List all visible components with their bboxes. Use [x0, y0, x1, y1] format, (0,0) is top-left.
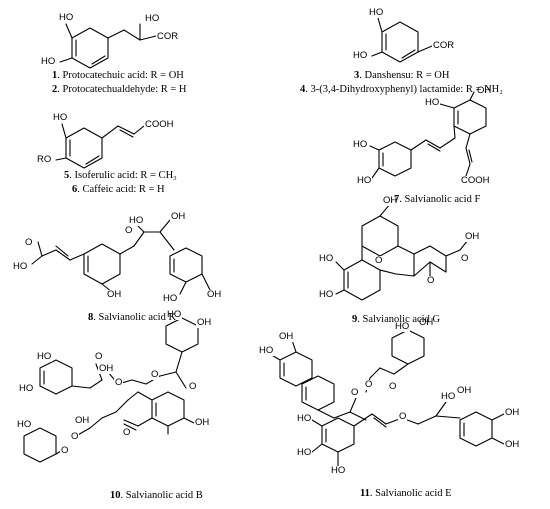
atom-ho: HO: [52, 112, 69, 123]
atom-cor: COR: [156, 31, 180, 42]
atom-oh: OH: [170, 211, 187, 222]
caption-compound-3: 3. Danshensu: R = OH: [354, 70, 450, 81]
atom-ho: HO: [18, 383, 35, 394]
atom-ho: HO: [394, 321, 411, 332]
structure-5-6: [55, 123, 145, 169]
atom-ho: HO: [16, 419, 33, 430]
atom-o: O: [460, 253, 470, 264]
atom-ho: HO: [318, 253, 335, 264]
atom-oh: OH: [504, 407, 521, 418]
atom-o: O: [350, 387, 360, 398]
atom-ho: HO: [36, 351, 53, 362]
caption-compound-11: 11. Salvianolic acid E: [360, 488, 452, 499]
atom-ho: HO: [40, 56, 57, 67]
atom-cor: COR: [432, 40, 456, 51]
caption-compound-7: 7. Salvianolic acid F: [394, 194, 481, 205]
caption-compound-6: 6. Caffeic acid: R = H: [72, 184, 165, 195]
atom-ho: HO: [296, 413, 313, 424]
atom-o: O: [70, 431, 80, 442]
caption-compound-10: 10. Salvianolic acid B: [110, 490, 203, 501]
atom-ho: HO: [368, 7, 385, 18]
atom-oh: OH: [106, 289, 123, 300]
atom-o: O: [374, 255, 384, 266]
structure-10: [23, 317, 199, 463]
atom-ho: HO: [352, 139, 369, 150]
structure-3-4: [371, 17, 433, 63]
atom-o: O: [114, 377, 124, 388]
atom-o: O: [124, 225, 134, 236]
atom-o: O: [364, 379, 374, 390]
atom-oh: OH: [476, 85, 493, 96]
caption-compound-9: 9. Salvianolic acid G: [352, 314, 441, 325]
atom-ho: HO: [296, 447, 313, 458]
atom-oh: OH: [98, 363, 115, 374]
atom-oh: OH: [464, 231, 481, 242]
structure-1-2: [59, 23, 157, 69]
atom-ho: HO: [356, 175, 373, 186]
structure-8: [31, 219, 211, 295]
atom-o: O: [150, 369, 160, 380]
atom-oh: OH: [206, 289, 223, 300]
atom-ho: HO: [12, 261, 29, 272]
caption-compound-5: 5. Isoferulic acid: R = CH₃: [64, 170, 177, 181]
atom-cooh: COOH: [460, 175, 491, 186]
atom-ho: HO: [128, 215, 145, 226]
atom-o: O: [188, 381, 198, 392]
structure-7: [369, 91, 487, 179]
atom-o: O: [426, 275, 436, 286]
atom-oh: OH: [456, 385, 473, 396]
atom-o: O: [122, 427, 132, 438]
atom-oh: OH: [74, 415, 91, 426]
atom-oh: OH: [194, 417, 211, 428]
caption-compound-1: 1. Protocatechuic acid: R = OH: [52, 70, 184, 81]
atom-ro: RO: [36, 154, 53, 165]
atom-o: O: [60, 445, 70, 456]
atom-o: O: [388, 381, 398, 392]
atom-ho: HO: [166, 309, 183, 320]
atom-oh: OH: [196, 317, 213, 328]
atom-ho: HO: [58, 12, 75, 23]
atom-oh: OH: [504, 439, 521, 450]
caption-compound-2: 2. Protocatechualdehyde: R = H: [52, 84, 187, 95]
structure-9: [335, 203, 469, 301]
caption-compound-4: 4. 3-(3,4-Dihydroxyphenyl) lactamide: R …: [300, 84, 503, 95]
atom-ho: HO: [424, 97, 441, 108]
structure-11: [269, 329, 505, 467]
atom-oh: OH: [382, 195, 399, 206]
atom-o: O: [94, 351, 104, 362]
atom-ho: HO: [144, 13, 161, 24]
atom-cooh: COOH: [144, 119, 175, 130]
atom-ho: HO: [258, 345, 275, 356]
atom-ho: HO: [352, 50, 369, 61]
atom-oh: OH: [418, 317, 435, 328]
atom-ho: HO: [318, 289, 335, 300]
atom-ho: HO: [330, 465, 347, 476]
atom-o: O: [398, 411, 408, 422]
atom-oh: OH: [278, 331, 295, 342]
atom-ho: HO: [440, 391, 457, 402]
atom-o: O: [24, 237, 34, 248]
caption-compound-8: 8. Salvianolic acid K: [88, 312, 177, 323]
atom-ho: HO: [162, 293, 179, 304]
